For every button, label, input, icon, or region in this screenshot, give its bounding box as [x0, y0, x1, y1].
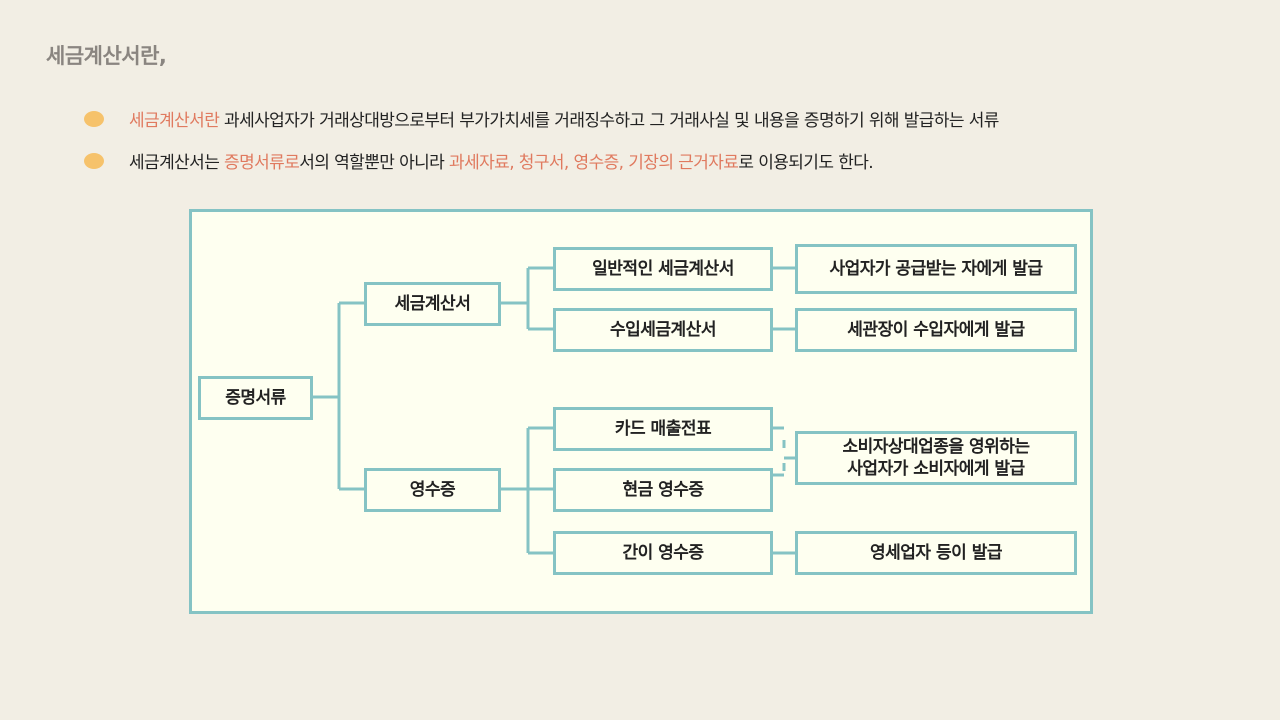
- highlight-term: 증명서류로: [224, 153, 300, 173]
- node-proof-documents: 증명서류: [198, 376, 313, 420]
- desc-consumer-line2: 사업자가 소비자에게 발급: [847, 459, 1025, 479]
- bullet-dot-icon: [84, 110, 104, 127]
- node-simple-receipt: 간이 영수증: [553, 531, 773, 575]
- bullet-item-roles: 세금계산서는 증명서류로서의 역할뿐만 아니라 과세자료, 청구서, 영수증, …: [84, 148, 874, 173]
- desc-consumer-line1: 소비자상대업종을 영위하는: [842, 436, 1030, 457]
- bullet-item-definition: 세금계산서란 과세사업자가 거래상대방으로부터 부가가치세를 거래징수하고 그 …: [84, 106, 999, 131]
- node-general-tax-invoice: 일반적인 세금계산서: [553, 247, 773, 291]
- node-card-sales-slip: 카드 매출전표: [553, 407, 773, 451]
- node-tax-invoice: 세금계산서: [364, 282, 501, 326]
- bullet-body: 세금계산서는: [129, 153, 225, 173]
- bullet-text: 세금계산서는 증명서류로서의 역할뿐만 아니라 과세자료, 청구서, 영수증, …: [129, 148, 874, 173]
- bullet-text: 세금계산서란 과세사업자가 거래상대방으로부터 부가가치세를 거래징수하고 그 …: [129, 106, 999, 131]
- connector-lines: [313, 266, 795, 555]
- node-import-tax-invoice: 수입세금계산서: [553, 308, 773, 352]
- node-cash-receipt: 현금 영수증: [553, 468, 773, 512]
- desc-import: 세관장이 수입자에게 발급: [795, 308, 1077, 352]
- bullet-dot-icon: [84, 152, 104, 169]
- node-receipt: 영수증: [364, 468, 501, 512]
- highlight-term: 과세자료, 청구서, 영수증, 기장의 근거자료: [449, 153, 739, 173]
- desc-general: 사업자가 공급받는 자에게 발급: [795, 244, 1077, 294]
- highlight-term: 세금계산서란: [129, 111, 220, 131]
- bullet-body: 서의 역할뿐만 아니라: [299, 153, 450, 173]
- classification-diagram: 증명서류 세금계산서 영수증 일반적인 세금계산서 수입세금계산서 카드 매출전…: [189, 209, 1093, 614]
- desc-consumer: 소비자상대업종을 영위하는 사업자가 소비자에게 발급: [795, 431, 1077, 485]
- bullet-body: 과세사업자가 거래상대방으로부터 부가가치세를 거래징수하고 그 거래사실 및 …: [219, 111, 999, 131]
- desc-simple: 영세업자 등이 발급: [795, 531, 1077, 575]
- page-title: 세금계산서란,: [46, 44, 167, 68]
- bullet-body: 로 이용되기도 한다.: [738, 153, 874, 173]
